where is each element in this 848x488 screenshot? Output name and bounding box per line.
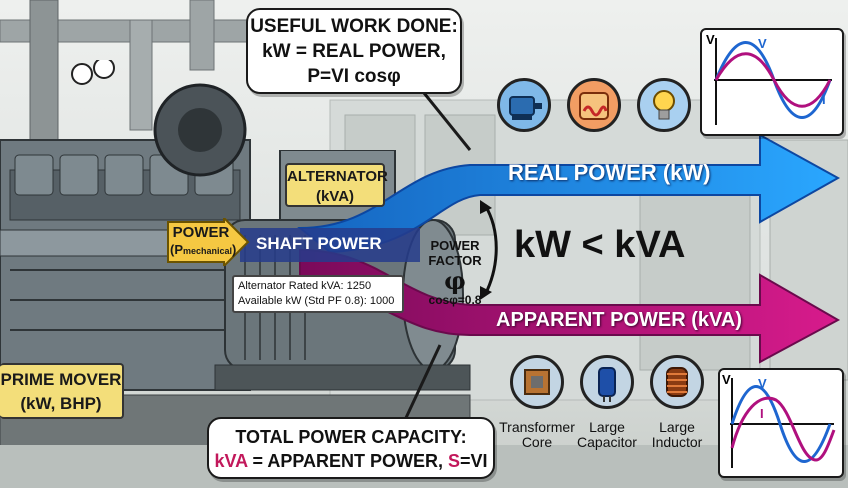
phi-symbol: φ	[444, 266, 466, 295]
real-power-label: REAL POWER (kW)	[508, 160, 711, 185]
inductor-icon	[666, 367, 688, 397]
reactive-load-inductor	[650, 355, 704, 409]
shaft-power-band	[240, 228, 420, 262]
power-input-arrow	[167, 218, 250, 266]
capacitor-label-1: Large	[589, 419, 625, 435]
prime-mover-tag: PRIME MOVER (kW, BHP)	[0, 363, 124, 419]
real-power-waveform: V V I	[700, 28, 844, 136]
voltage-curve-label: V	[758, 36, 767, 51]
prime-mover-line-2: (kW, BHP)	[20, 394, 102, 413]
transformer-icon	[524, 369, 550, 395]
power-factor-block: POWER FACTOR φ cosφ=0.8	[424, 238, 486, 307]
v-axis-label: V	[706, 32, 715, 47]
pipe-vertical	[129, 19, 153, 131]
power-input-sub-text: mechanical	[183, 246, 233, 256]
v-axis-label-2: V	[722, 372, 731, 387]
inductor-label-1: Large	[659, 419, 695, 435]
power-factor-arc	[483, 204, 498, 296]
alternator-tag-line-1: ALTERNATOR	[287, 168, 388, 185]
alternator-tag: ALTERNATOR (kVA)	[285, 163, 388, 207]
capacitor-label: Large Capacitor	[562, 420, 652, 450]
phase-shifted-sine-chart	[730, 378, 836, 468]
power-input-title: POWER	[172, 224, 230, 241]
inductor-label-2: Inductor	[651, 434, 703, 450]
prime-mover-line-1: PRIME MOVER	[0, 370, 122, 389]
useful-work-line-1: USEFUL WORK DONE:	[250, 16, 458, 37]
shaft-power-label: SHAFT POWER	[256, 234, 382, 253]
rating-plate: Alternator Rated kVA: 1250 Available kW …	[232, 275, 404, 313]
power-input-subscript: (Pmechanical)	[170, 241, 236, 260]
kva-highlight: kVA	[214, 451, 248, 471]
power-input-open: (P	[170, 242, 183, 257]
power-factor-line-1: POWER	[430, 238, 480, 253]
current-curve-label: I	[822, 92, 826, 107]
capacitor-icon	[598, 367, 616, 402]
reactive-load-transformer	[510, 355, 564, 409]
total-capacity-line-1: TOTAL POWER CAPACITY:	[235, 427, 467, 447]
rated-kva-text: Alternator Rated kVA: 1250	[238, 280, 372, 292]
real-load-light	[637, 78, 691, 132]
s-highlight: S	[448, 451, 461, 471]
reactive-load-capacitor	[580, 355, 634, 409]
capacitor-label-2: Capacitor	[577, 434, 637, 450]
useful-work-callout: USEFUL WORK DONE: kW = REAL POWER, P=VI …	[246, 8, 462, 94]
apparent-power-label: APPARENT POWER (kVA)	[496, 309, 742, 331]
heater-icon	[579, 92, 609, 120]
available-kw-text: Available kW (Std PF 0.8): 1000	[238, 295, 395, 307]
real-load-heater	[567, 78, 621, 132]
voltage-curve-label-2: V	[758, 376, 767, 391]
vi-text: =VI	[460, 451, 488, 471]
callout-top-pointer	[418, 87, 472, 151]
current-curve-label-2: I	[760, 406, 764, 421]
transformer-label-2: Core	[521, 434, 553, 450]
power-input-label: POWER (Pmechanical)	[170, 224, 236, 260]
inductor-label: Large Inductor	[632, 420, 722, 450]
total-capacity-callout: TOTAL POWER CAPACITY: kVA = APPARENT POW…	[207, 417, 495, 479]
total-capacity-line-2: kVA = APPARENT POWER, S=VI	[209, 449, 493, 473]
power-factor-line-2: FACTOR	[428, 253, 482, 268]
transformer-label-1: Transformer	[499, 419, 575, 435]
callout-bottom-pointer	[403, 344, 442, 421]
transformer-label: Transformer Core	[492, 420, 582, 450]
apparent-power-text: = APPARENT POWER,	[247, 451, 448, 471]
engine-illustration	[0, 60, 261, 391]
power-input-close: )	[232, 242, 237, 257]
motor-icon	[509, 96, 542, 120]
apparent-power-waveform: V V I	[718, 368, 844, 478]
in-phase-sine-chart	[714, 38, 832, 125]
power-factor-value: cosφ=0.8	[428, 293, 482, 307]
light-bulb-icon	[653, 90, 675, 120]
useful-work-line-3: P=VI cosφ	[307, 66, 401, 87]
kw-less-than-kva: kW < kVA	[514, 224, 686, 266]
useful-work-line-2: kW = REAL POWER,	[262, 41, 446, 62]
alternator-tag-line-2: (kVA)	[315, 188, 355, 205]
real-load-motor	[497, 78, 551, 132]
